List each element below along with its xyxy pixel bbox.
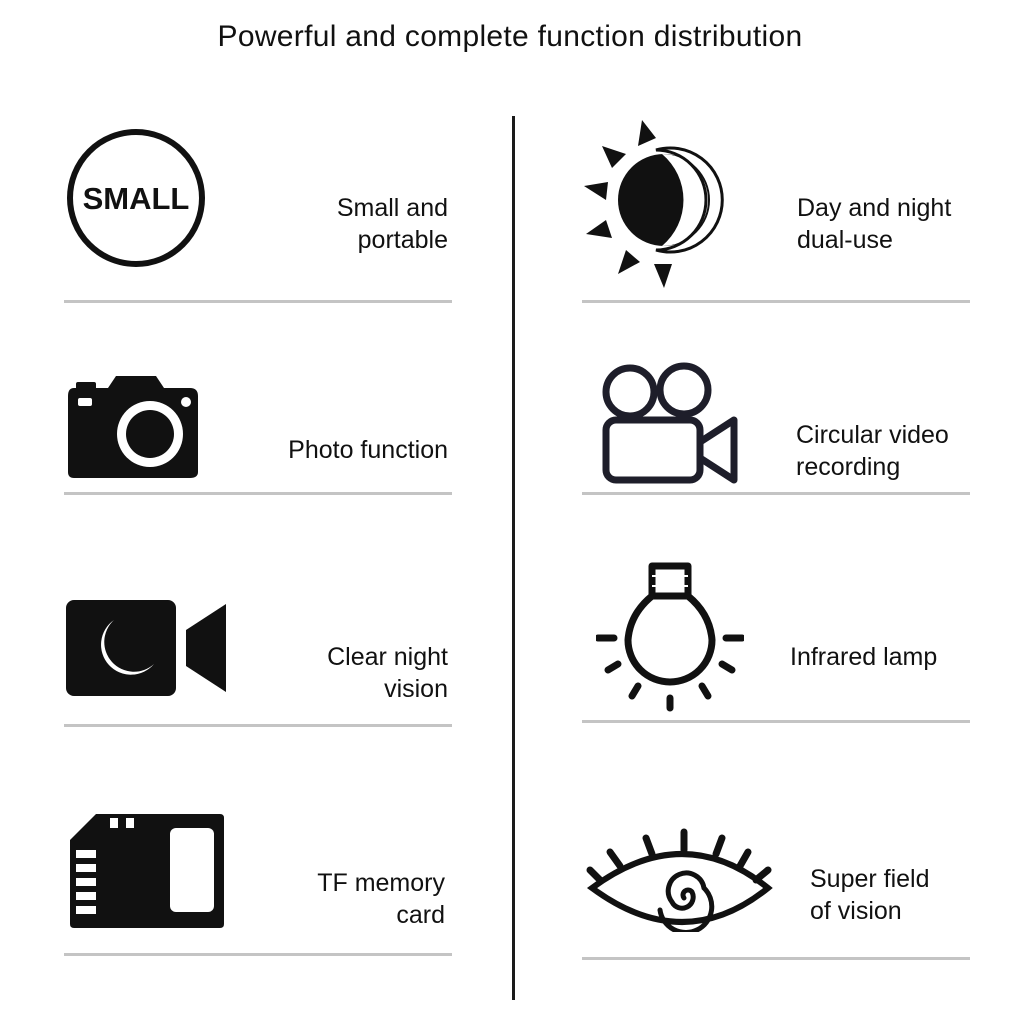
separator	[64, 724, 452, 727]
center-divider	[512, 116, 515, 1000]
feature-label-line2: card	[396, 901, 445, 929]
feature-label-line1: TF memory	[317, 869, 445, 897]
feature-label-day-night: Day and night dual-use	[797, 192, 951, 256]
feature-label-line2: vision	[384, 675, 448, 703]
sd-card-icon	[70, 814, 226, 928]
feature-label-line1: Photo function	[288, 436, 448, 464]
night-video-icon	[66, 598, 230, 698]
feature-label-night-vision: Clear night vision	[327, 641, 448, 705]
feature-label-line1: Day and night	[797, 194, 952, 222]
feature-label-field-of-vision: Super field of vision	[810, 863, 930, 927]
feature-label-line1: Circular video	[796, 421, 949, 449]
video-camera-icon	[600, 362, 742, 486]
feature-label-small: Small and portable	[337, 192, 448, 256]
small-badge-icon: SMALL	[64, 126, 208, 270]
eye-icon	[584, 826, 774, 932]
separator	[64, 953, 452, 956]
separator	[582, 957, 970, 960]
separator	[582, 300, 970, 303]
feature-label-line1: Small and	[336, 194, 448, 222]
feature-label-photo: Photo function	[288, 434, 448, 466]
feature-label-line2: of vision	[810, 897, 902, 925]
separator	[582, 720, 970, 723]
sun-moon-icon	[582, 116, 732, 292]
feature-label-infrared: Infrared lamp	[790, 641, 937, 673]
feature-label-line1: Super field	[810, 865, 930, 893]
feature-label-tf-card: TF memory card	[317, 867, 445, 931]
feature-label-line1: Clear night	[327, 643, 448, 671]
feature-label-video-recording: Circular video recording	[796, 419, 949, 483]
separator	[64, 300, 452, 303]
page-title: Powerful and complete function distribut…	[217, 20, 803, 53]
feature-label-line2: recording	[796, 453, 901, 481]
feature-label-line2: portable	[357, 226, 448, 254]
feature-label-line2: dual-use	[797, 226, 893, 254]
camera-icon	[66, 372, 200, 480]
separator	[64, 492, 452, 495]
feature-label-line1: Infrared lamp	[790, 643, 938, 671]
separator	[582, 492, 970, 495]
light-bulb-icon	[596, 556, 744, 716]
small-badge-text: SMALL	[83, 181, 190, 216]
